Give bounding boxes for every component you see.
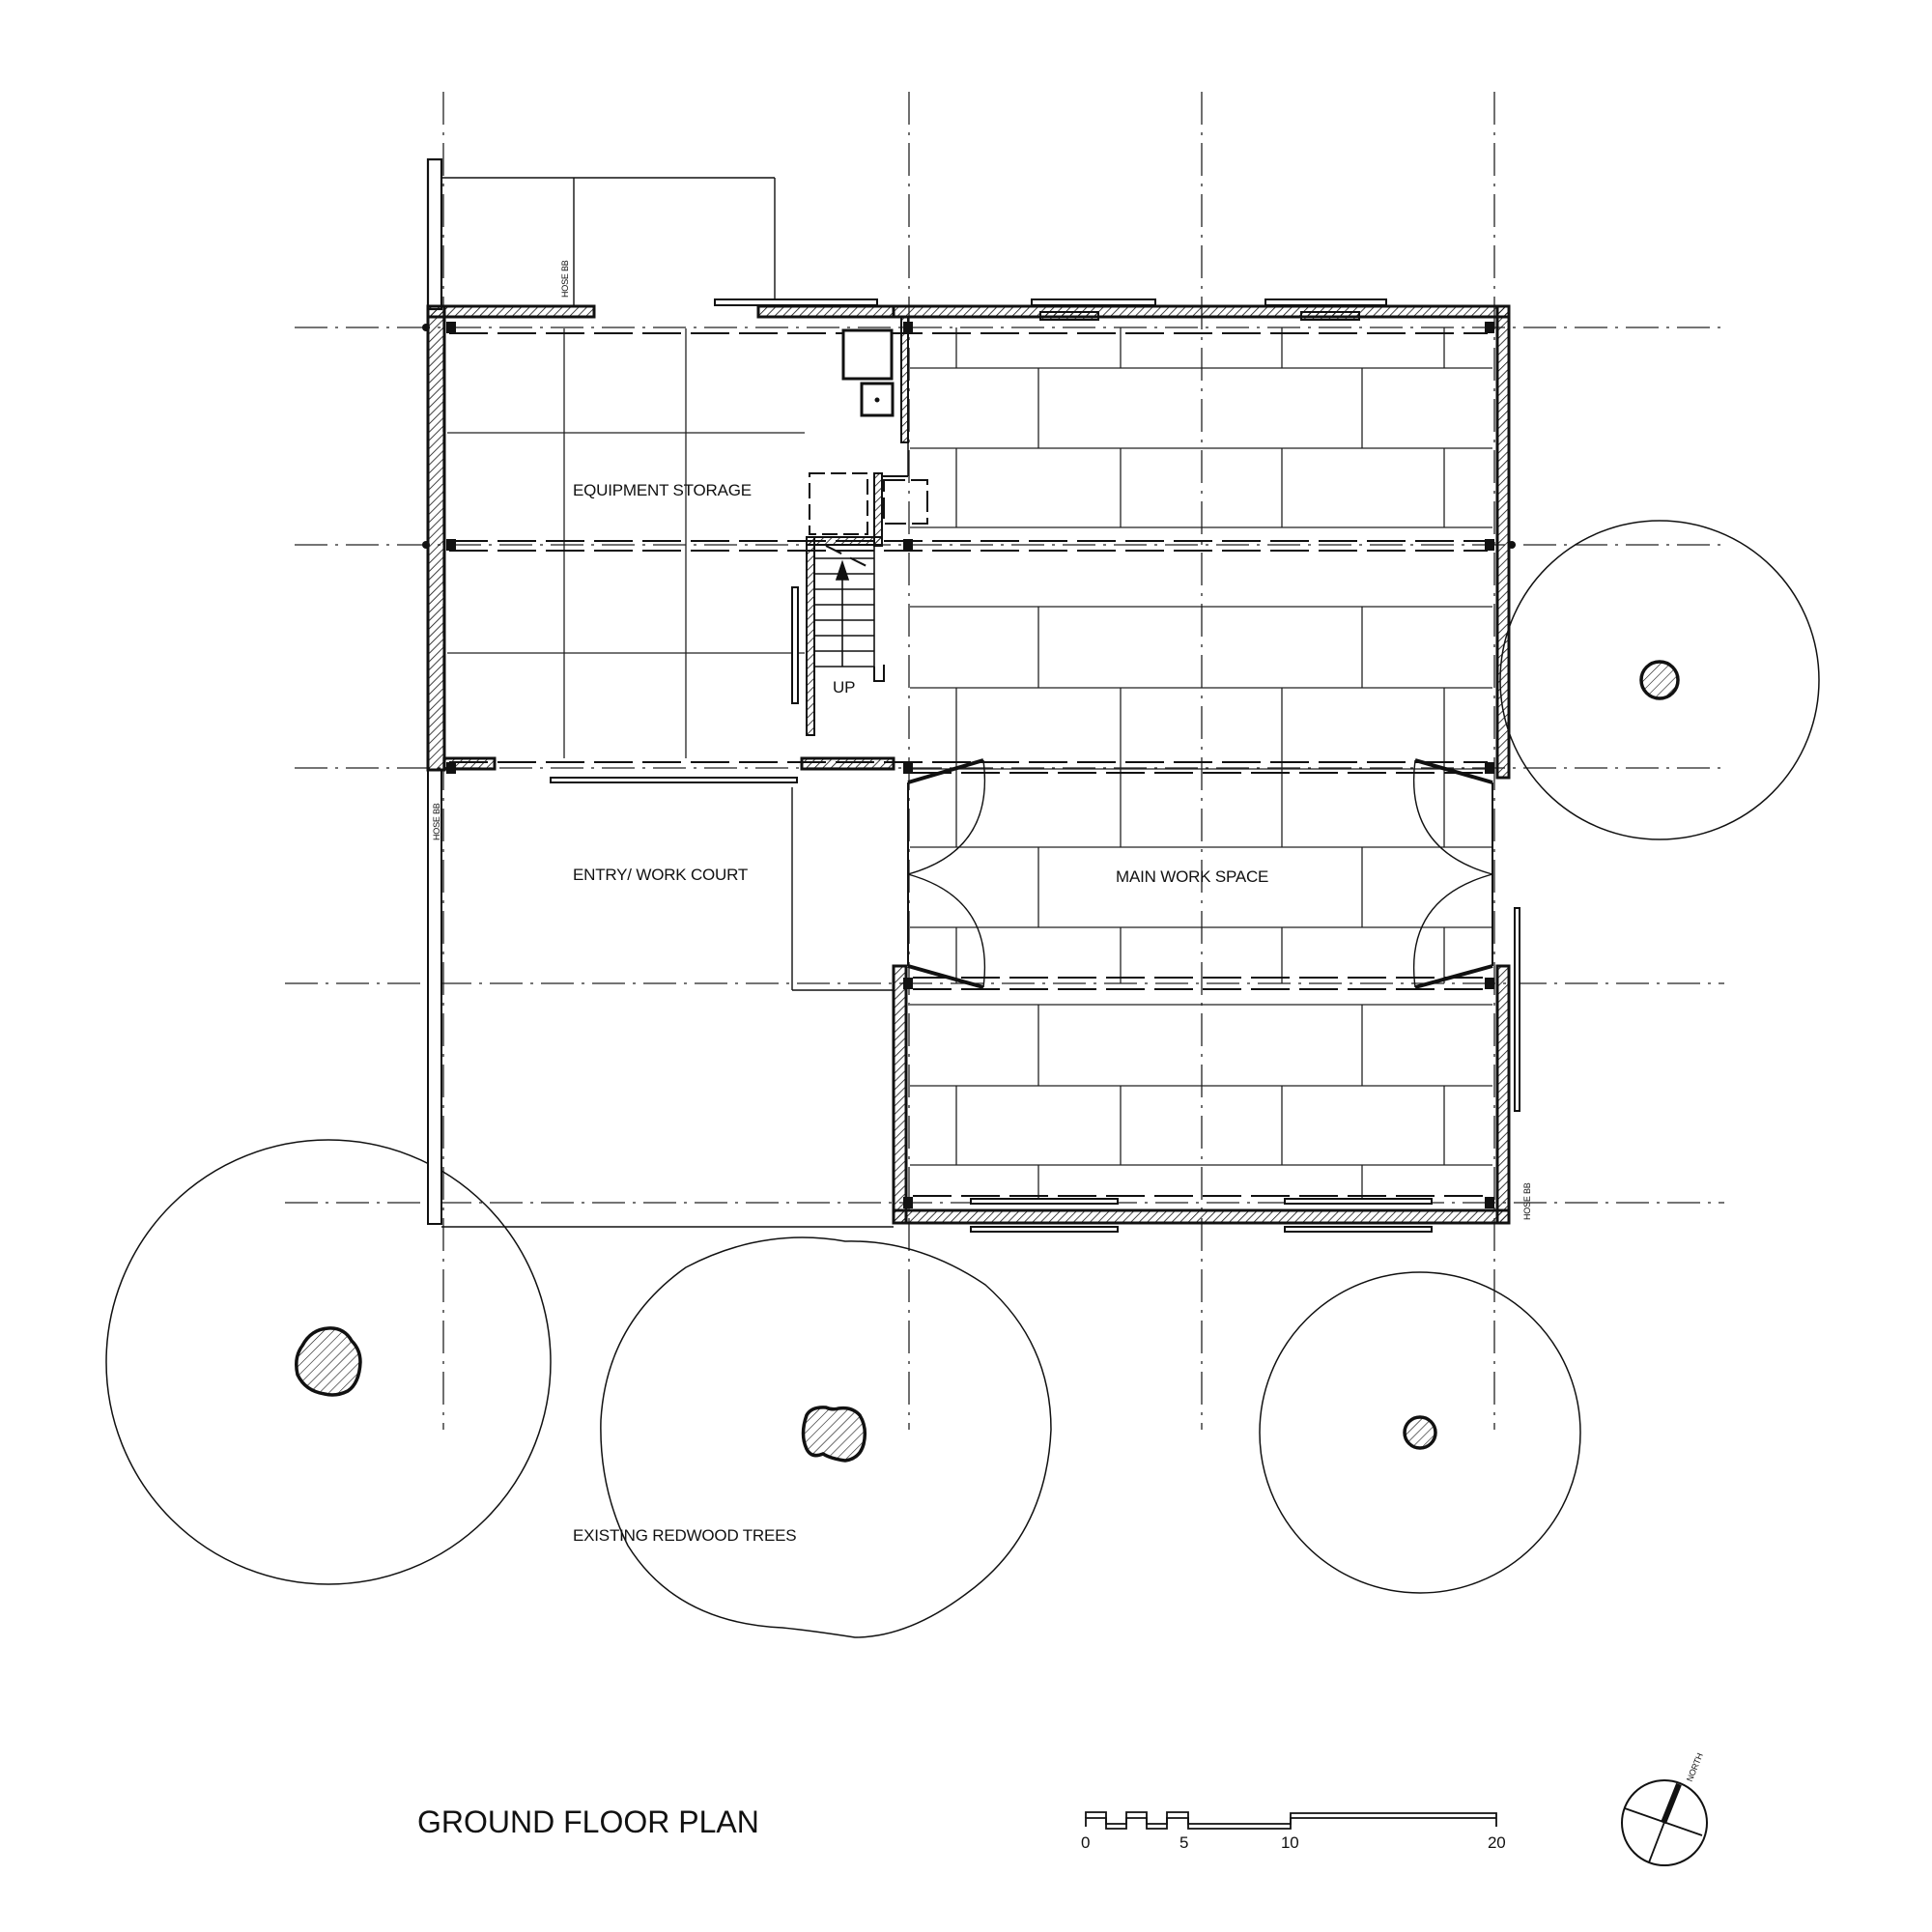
drawing-title: GROUND FLOOR PLAN [417, 1804, 759, 1839]
double-doors [907, 758, 1493, 989]
north-arrow [1621, 1779, 1708, 1866]
room-label-entry-work-court: ENTRY/ WORK COURT [573, 866, 749, 884]
room-label-main-work-space: MAIN WORK SPACE [1116, 867, 1269, 886]
hose-bib-label-top: HOSE BB [560, 260, 570, 298]
tree-3 [1259, 1271, 1581, 1594]
scale-tick-10: 10 [1281, 1833, 1299, 1852]
columns [422, 322, 1516, 1208]
scale-bar [1085, 1811, 1497, 1830]
tree-1 [105, 1139, 552, 1585]
stair-up-label: UP [833, 678, 856, 696]
windows [550, 298, 1520, 1233]
hose-bib-label-right: HOSE BB [1522, 1182, 1532, 1220]
tree-2 [600, 1236, 1052, 1638]
main-floor-grid [910, 327, 1492, 1203]
scale-tick-5: 5 [1179, 1833, 1189, 1852]
site-wall [426, 157, 894, 1228]
core-fixtures [809, 328, 928, 535]
entry-court-outline [791, 787, 894, 991]
stair [814, 545, 885, 682]
beam-lines [449, 332, 1488, 1197]
storage-floor-grid [447, 328, 805, 758]
existing-redwood-trees [105, 520, 1820, 1638]
scale-tick-0: 0 [1081, 1833, 1091, 1852]
scale-tick-20: 20 [1488, 1833, 1506, 1852]
hose-bib-label-left: HOSE BB [432, 803, 441, 840]
walls [426, 304, 1511, 1225]
room-label-equipment-storage: EQUIPMENT STORAGE [573, 481, 752, 499]
site-note-redwood-trees: EXISTING REDWOOD TREES [573, 1526, 797, 1545]
tree-4 [1499, 520, 1820, 840]
